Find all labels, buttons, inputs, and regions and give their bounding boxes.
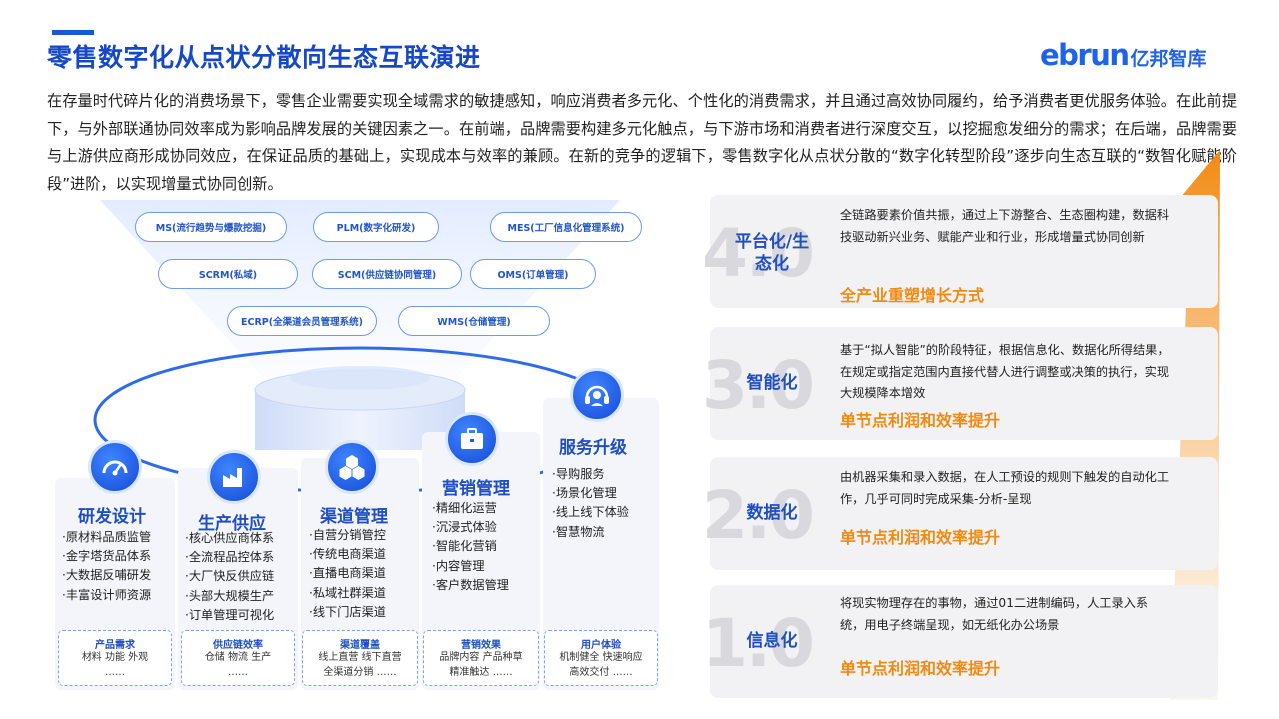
factory-icon (207, 450, 261, 504)
foot-line: 机制健全 快速响应 (559, 652, 643, 663)
column-title-rnd: 研发设计 (78, 507, 146, 527)
ebrun-logo: ebrun 亿邦智库 (1040, 38, 1207, 72)
column-list-marketing: ·精细化运营 ·沉浸式体验 ·智能化营销 ·内容管理 ·客户数据管理 (432, 499, 509, 595)
column-foot-service: 用户体验 机制健全 快速响应 高效交付 …… (544, 630, 658, 686)
system-pill-ms: MS(流行趋势与爆款挖掘) (135, 212, 287, 242)
list-item: ·私域社群渠道 (309, 585, 386, 600)
list-item: ·精细化运营 (432, 501, 497, 515)
list-item: ·核心供应商体系 (185, 531, 275, 545)
foot-line: …… (228, 666, 248, 678)
ecosystem-diagram: MS(流行趋势与爆款挖掘) PLM(数字化研发) MES(工厂信息化管理系统) … (40, 200, 680, 700)
stage-description: 全链路要素价值共振，通过上下游整合、生态圈构建，数据科技驱动新兴业务、赋能产业和… (840, 208, 1170, 244)
column-title-production: 生产供应 (198, 514, 266, 534)
list-item: ·金字塔货品体系 (62, 549, 152, 564)
list-item: ·头部大规模生产 (185, 588, 275, 603)
list-item: ·直播电商渠道 (309, 566, 386, 581)
list-item: ·场景化管理 (552, 486, 617, 501)
foot-line: 全渠道分销 …… (323, 666, 397, 678)
foot-title: 供应链效率 (213, 640, 263, 651)
list-item: ·智能化营销 (432, 539, 497, 554)
list-item: ·全流程品控体系 (185, 550, 275, 565)
list-item: ·线上线下体验 (552, 505, 629, 520)
list-item: ·客户数据管理 (432, 577, 509, 592)
foot-line: 线上直营 线下直营 (318, 652, 402, 663)
column-foot-rnd: 产品需求 材料 功能 外观 …… (58, 630, 172, 686)
stage-tag: 全产业重塑增长方式 (840, 286, 985, 305)
stage-name: 信息化 (746, 631, 798, 651)
column-list-service: ·导购服务 ·场景化管理 ·线上线下体验 ·智慧物流 (552, 465, 629, 542)
stage-tag: 单节点利润和效率提升 (840, 659, 1001, 678)
foot-line: 材料 功能 外观 (81, 652, 149, 663)
column-list-production: ·核心供应商体系 ·全流程品控体系 ·大厂快反供应链 ·头部大规模生产 ·订单管… (185, 529, 274, 625)
stage-description: 由机器采集和录入数据，在人工预设的规则下触发的自动化工作，几乎可同时完成采集-分… (840, 470, 1170, 506)
stage-number: 2.0 (702, 477, 815, 554)
stage-2: 2.0 数据化 由机器采集和录入数据，在人工预设的规则下触发的自动化工作，几乎可… (702, 457, 1218, 570)
foot-title: 用户体验 (581, 640, 621, 651)
system-pill-wms: WMS(仓储管理) (398, 306, 550, 336)
stage-3: 3.0 智能化 基于“拟人智能”的阶段特征，根据信息化、数据化所得结果，在规定或… (702, 327, 1218, 440)
list-item: ·自营分销管控 (309, 528, 386, 542)
stage-1: 1.0 信息化 将现实物理存在的事物，通过01二进制编码，人工录入系统，用电子终… (702, 585, 1218, 698)
intro-paragraph: 在存量时代碎片化的消费场景下，零售企业需要实现全域需求的敏捷感知，响应消费者多元… (47, 92, 1237, 193)
stage-4: 4.0 平台化/生态化 全链路要素价值共振，通过上下游整合、生态圈构建，数据科技… (702, 195, 1218, 308)
platform-glow (290, 366, 430, 390)
cubes-icon (325, 440, 379, 494)
stage-number: 4.0 (702, 215, 815, 292)
list-item: ·线下门店渠道 (309, 604, 386, 619)
title-accent-bar (52, 30, 94, 35)
column-title-marketing: 营销管理 (442, 479, 510, 499)
foot-title: 营销效果 (461, 640, 501, 651)
stage-name: 智能化 (746, 373, 798, 393)
foot-line: 高效交付 …… (569, 666, 633, 678)
column-list-channel: ·自营分销管控 ·传统电商渠道 ·直播电商渠道 ·私域社群渠道 ·线下门店渠道 (309, 526, 386, 622)
system-pill-scm: SCM(供应链协同管理) (312, 259, 462, 289)
list-item: ·大厂快反供应链 (185, 569, 275, 584)
list-item: ·订单管理可视化 (185, 607, 275, 622)
light-beam (100, 200, 620, 385)
logo-latin-text: ebrun (1040, 38, 1130, 72)
stage-tag: 单节点利润和效率提升 (840, 528, 1001, 547)
foot-line: 精准触达 …… (449, 666, 513, 678)
foot-line: 品牌内容 产品种草 (439, 652, 523, 663)
stage-name: 平台化/生态化 (734, 232, 810, 274)
foot-line: …… (105, 666, 125, 678)
stage-name: 数据化 (746, 503, 798, 523)
column-foot-channel: 渠道覆盖 线上直营 线下直营 全渠道分销 …… (302, 630, 418, 686)
column-foot-production: 供应链效率 仓储 物流 生产 …… (181, 630, 295, 686)
column-list-rnd: ·原材料品质监管 ·金字塔货品体系 ·大数据反哺研发 ·丰富设计师资源 (62, 528, 151, 605)
briefcase-icon (445, 412, 499, 466)
column-foot-marketing: 营销效果 品牌内容 产品种草 精准触达 …… (423, 630, 539, 686)
system-pill-oms: OMS(订单管理) (470, 259, 596, 289)
list-item: ·传统电商渠道 (309, 547, 386, 562)
system-pill-ecrp: ECRP(全渠道会员管理系统) (227, 306, 377, 336)
logo-cn-text: 亿邦智库 (1130, 48, 1207, 70)
page-title: 零售数字化从点状分散向生态互联演进 (47, 43, 481, 72)
list-item: ·导购服务 (552, 467, 605, 481)
stage-description: 基于“拟人智能”的阶段特征，根据信息化、数据化所得结果，在规定或指定范围内直接代… (840, 343, 1170, 400)
column-title-channel: 渠道管理 (320, 507, 388, 527)
gauge-icon (88, 440, 142, 494)
system-pill-plm: PLM(数字化研发) (313, 212, 439, 242)
stage-description: 将现实物理存在的事物，通过01二进制编码，人工录入系统，用电子终端呈现，如无纸化… (840, 596, 1149, 632)
system-pill-mes: MES(工厂信息化管理系统) (490, 212, 642, 242)
system-pill-scrm: SCRM(私域) (158, 259, 298, 289)
diagram-background (93, 200, 627, 494)
stage-number: 3.0 (702, 347, 815, 424)
foot-title: 产品需求 (95, 640, 135, 651)
list-item: ·原材料品质监管 (62, 530, 152, 544)
list-item: ·丰富设计师资源 (62, 587, 152, 602)
list-item: ·沉浸式体验 (432, 520, 497, 535)
stage-number: 1.0 (702, 605, 815, 682)
stage-tag: 单节点利润和效率提升 (840, 411, 1001, 430)
foot-title: 渠道覆盖 (340, 640, 380, 651)
list-item: ·智慧物流 (552, 524, 605, 539)
list-item: ·内容管理 (432, 558, 485, 573)
foot-line: 仓储 物流 生产 (204, 652, 272, 663)
list-item: ·大数据反哺研发 (62, 568, 152, 583)
column-title-service: 服务升级 (559, 438, 627, 458)
headset-icon (570, 368, 624, 422)
